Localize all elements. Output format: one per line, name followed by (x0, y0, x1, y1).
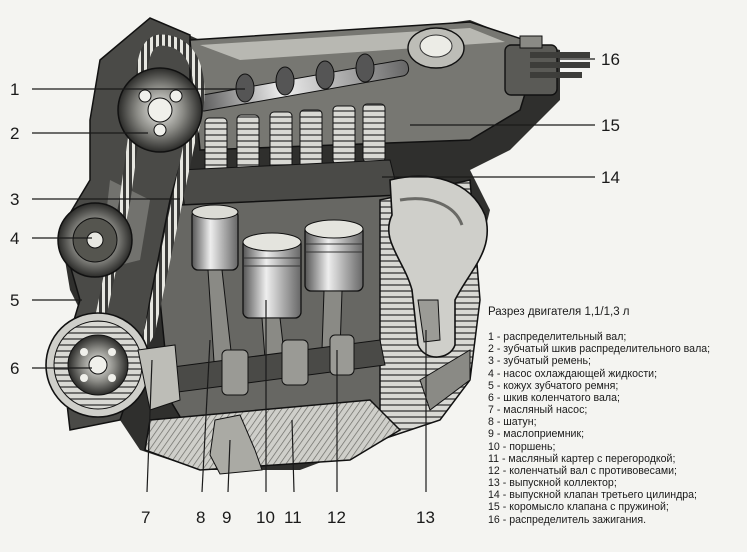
crankshaft-pulley (45, 312, 151, 418)
legend-item: 5 - кожух зубчатого ремня; (488, 379, 619, 392)
legend: Разрез двигателя 1,1/1,3 л 1 - распредел… (488, 306, 747, 526)
crankshaft (149, 334, 386, 396)
callout-11: 11 (284, 508, 302, 527)
callout-3: 3 (10, 190, 19, 209)
callout-5: 5 (10, 291, 19, 310)
ignition-distributor (504, 35, 590, 96)
callout-13: 13 (416, 508, 435, 527)
valve-springs (204, 103, 386, 177)
callout-4: 4 (10, 229, 19, 248)
legend-item: 13 - выпускной коллектор; (488, 477, 617, 490)
callout-7: 7 (141, 508, 150, 527)
legend-item: 16 - распределитель зажигания. (488, 513, 647, 526)
camshaft-pulley (117, 67, 203, 153)
callout-16: 16 (601, 50, 620, 69)
callout-numbers: 1 2 3 4 5 6 7 8 9 10 11 12 13 14 15 16 (10, 50, 620, 527)
legend-item: 14 - выпускной клапан третьего цилиндра; (488, 489, 697, 502)
callout-10: 10 (256, 508, 275, 527)
legend-item: 9 - маслоприемник; (488, 428, 585, 441)
pistons (191, 204, 364, 319)
coolant-pump (57, 202, 133, 278)
camshaft (195, 53, 410, 112)
legend-item: 2 - зубчатый шкив распределительного вал… (488, 343, 711, 356)
callout-15: 15 (601, 116, 620, 135)
engine-drawing (45, 17, 590, 475)
legend-item: 11 - масляный картер с перегородкой; (488, 452, 676, 465)
callout-1: 1 (10, 80, 19, 99)
legend-item: 10 - поршень; (488, 440, 556, 453)
legend-item: 7 - масляный насос; (488, 404, 588, 417)
legend-item: 8 - шатун; (488, 416, 537, 429)
leader-lines (32, 58, 595, 493)
oil-sump (144, 399, 402, 471)
callout-9: 9 (222, 508, 231, 527)
legend-list: 1 - распределительный вал; 2 - зубчатый … (488, 331, 747, 526)
legend-title: Разрез двигателя 1,1/1,3 л (488, 306, 630, 318)
legend-item: 6 - шкив коленчатого вала; (488, 391, 620, 404)
callout-2: 2 (10, 124, 19, 143)
callout-8: 8 (196, 508, 205, 527)
exhaust-manifold (387, 175, 489, 358)
legend-item: 3 - зубчатый ремень; (488, 355, 591, 368)
legend-item: 1 - распределительный вал; (488, 331, 627, 344)
callout-12: 12 (327, 508, 346, 527)
oil-pump (137, 344, 181, 411)
callout-6: 6 (10, 359, 19, 378)
callout-14: 14 (601, 168, 620, 187)
legend-item: 15 - коромысло клапана с пружиной; (488, 501, 669, 514)
legend-item: 12 - коленчатый вал с противовесами; (488, 464, 677, 477)
oil-pickup (209, 414, 263, 475)
legend-item: 4 - насос охлаждающей жидкости; (488, 367, 658, 380)
